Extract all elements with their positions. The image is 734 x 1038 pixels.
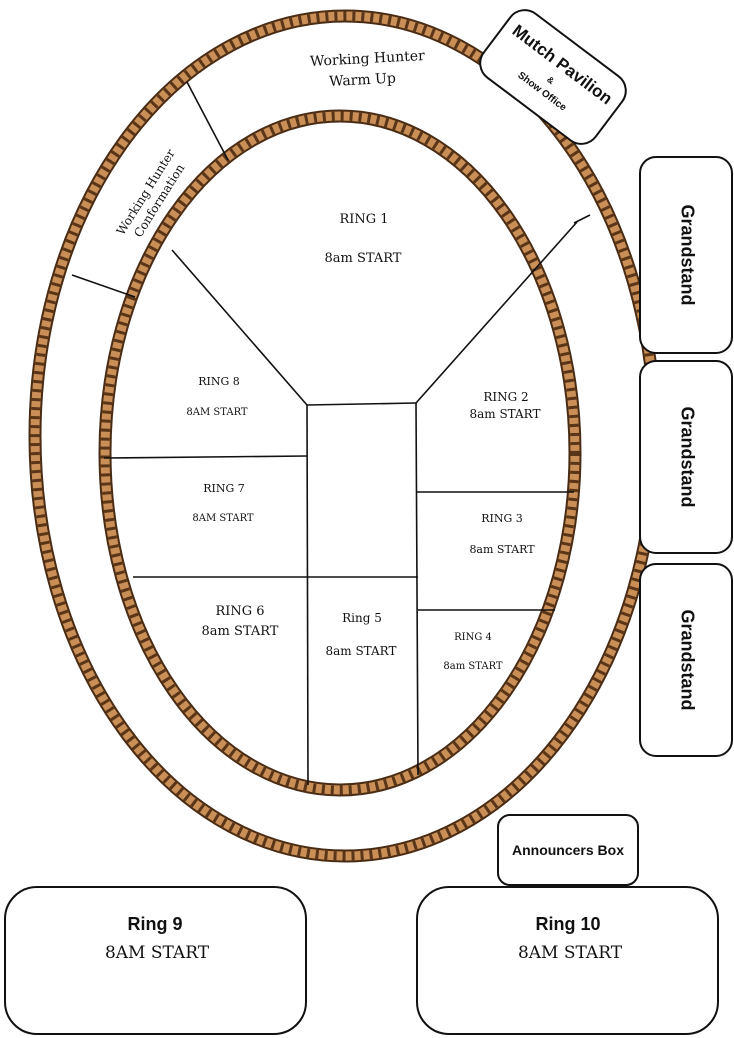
ring-dividers — [103, 221, 578, 786]
ring-4-start: 8am START — [443, 661, 503, 672]
ring-4: RING 4 8am START — [443, 632, 503, 672]
ring-8: RING 8 8AM START — [186, 375, 248, 418]
ring-3-start: 8am START — [469, 543, 535, 556]
ring-5-start: 8am START — [325, 644, 396, 658]
outer-rope-fence — [28, 9, 662, 863]
ring-9-start: 8AM START — [105, 943, 210, 963]
ring-5: Ring 5 8am START — [325, 611, 396, 658]
ring-10-start: 8AM START — [518, 943, 623, 963]
ring1-right-outer-divider — [573, 214, 591, 224]
conformation-divider — [71, 274, 136, 298]
grandstand-2-label: Grandstand — [677, 406, 697, 507]
grandstand-1-label: Grandstand — [677, 204, 697, 305]
ring-6-start: 8am START — [202, 624, 279, 639]
ring-10: Ring 10 8AM START — [416, 886, 719, 1035]
announcers-box: Announcers Box — [497, 814, 639, 886]
ring-3: RING 3 8am START — [469, 512, 535, 556]
ring-2-name: RING 2 — [483, 390, 528, 404]
warm-up-area: Working Hunter Warm Up — [310, 48, 426, 90]
mutch-pavilion-box — [479, 9, 627, 145]
ring-5-name: Ring 5 — [342, 611, 382, 625]
grandstand-3-label: Grandstand — [677, 609, 697, 710]
ring-1-name: RING 1 — [339, 212, 388, 227]
grandstand-3: Grandstand — [639, 563, 733, 757]
warm-up-line1: Working Hunter — [310, 48, 426, 70]
ring-6: RING 6 8am START — [202, 604, 279, 639]
ring-6-name: RING 6 — [215, 604, 264, 619]
ring-1-start: 8am START — [325, 251, 402, 266]
ring-10-name: Ring 10 — [535, 914, 600, 934]
grandstand-1: Grandstand — [639, 156, 733, 354]
ring-4-name: RING 4 — [454, 632, 492, 643]
ring-3-name: RING 3 — [481, 512, 523, 525]
warmup-divider — [186, 81, 229, 161]
mutch-pavilion-ampersand: & — [545, 74, 557, 86]
inner-rope-fence — [98, 109, 582, 797]
ring-8-name: RING 8 — [198, 375, 240, 388]
announcers-box-label: Announcers Box — [512, 842, 624, 858]
grandstand-2: Grandstand — [639, 360, 733, 554]
warm-up-line2: Warm Up — [329, 71, 396, 90]
ring-7-name: RING 7 — [203, 482, 245, 495]
ring-7-start: 8AM START — [192, 513, 254, 524]
ring-9: Ring 9 8AM START — [4, 886, 307, 1035]
ring-1: RING 1 8am START — [325, 212, 402, 266]
ring-7: RING 7 8AM START — [192, 482, 254, 524]
ring-2-start: 8am START — [469, 407, 540, 421]
ring-9-name: Ring 9 — [127, 914, 182, 934]
ring-8-start: 8AM START — [186, 407, 248, 418]
ring-2: RING 2 8am START — [469, 390, 540, 421]
